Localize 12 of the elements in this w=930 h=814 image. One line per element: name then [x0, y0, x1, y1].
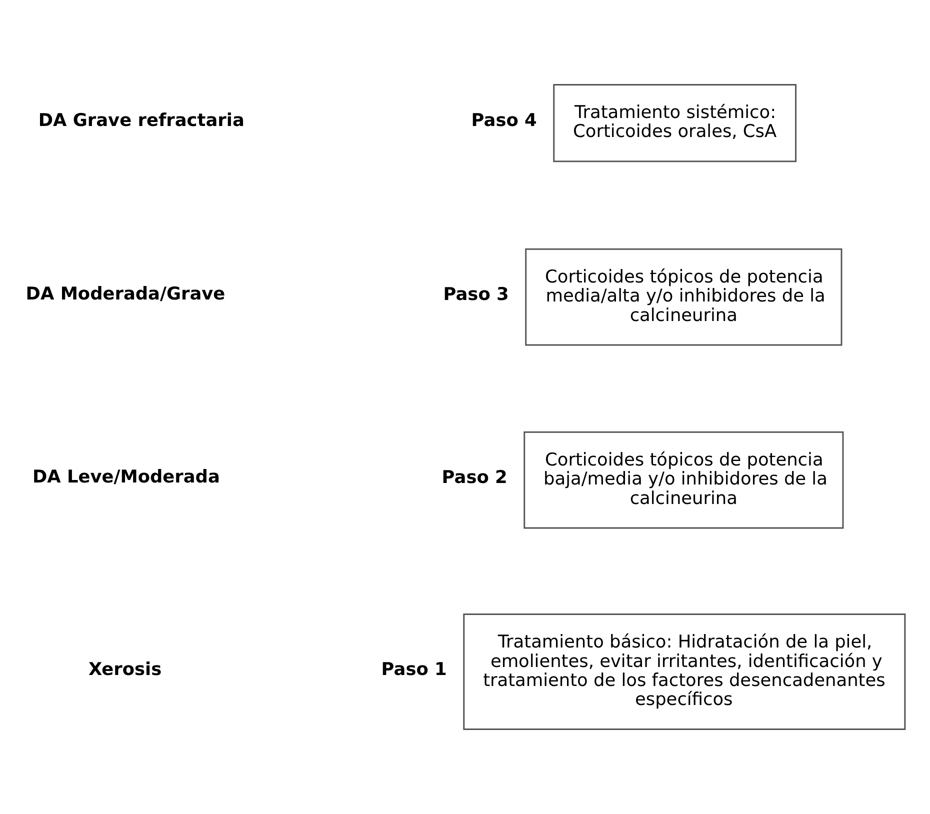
label: DA Grave refractaria: [38, 111, 244, 132]
label: DA Moderada/Grave: [26, 284, 226, 304]
node-label: Paso 2: [442, 468, 508, 488]
node-box: Corticoides tópicos de potencia baja/media y/o inhibidores de la calcineurina: [524, 431, 844, 529]
node-box: Tratamiento sistémico: Corticoides orales, CsA: [553, 84, 797, 162]
node-label: Paso 4: [471, 111, 537, 132]
node-box: Tratamiento básico: Hidratación de la piel, emolientes, evitar irritantes, identificación y tratamiento de los factores desencadenantes específicos: [463, 614, 906, 730]
label: Xerosis: [88, 660, 162, 680]
label: DA Leve/Moderada: [32, 467, 220, 488]
node-box: Corticoides tópicos de potencia media/alta y/o inhibidores de la calcineurina: [525, 248, 842, 346]
node-label: Paso 1: [381, 660, 447, 680]
node-label: Paso 3: [443, 285, 509, 306]
